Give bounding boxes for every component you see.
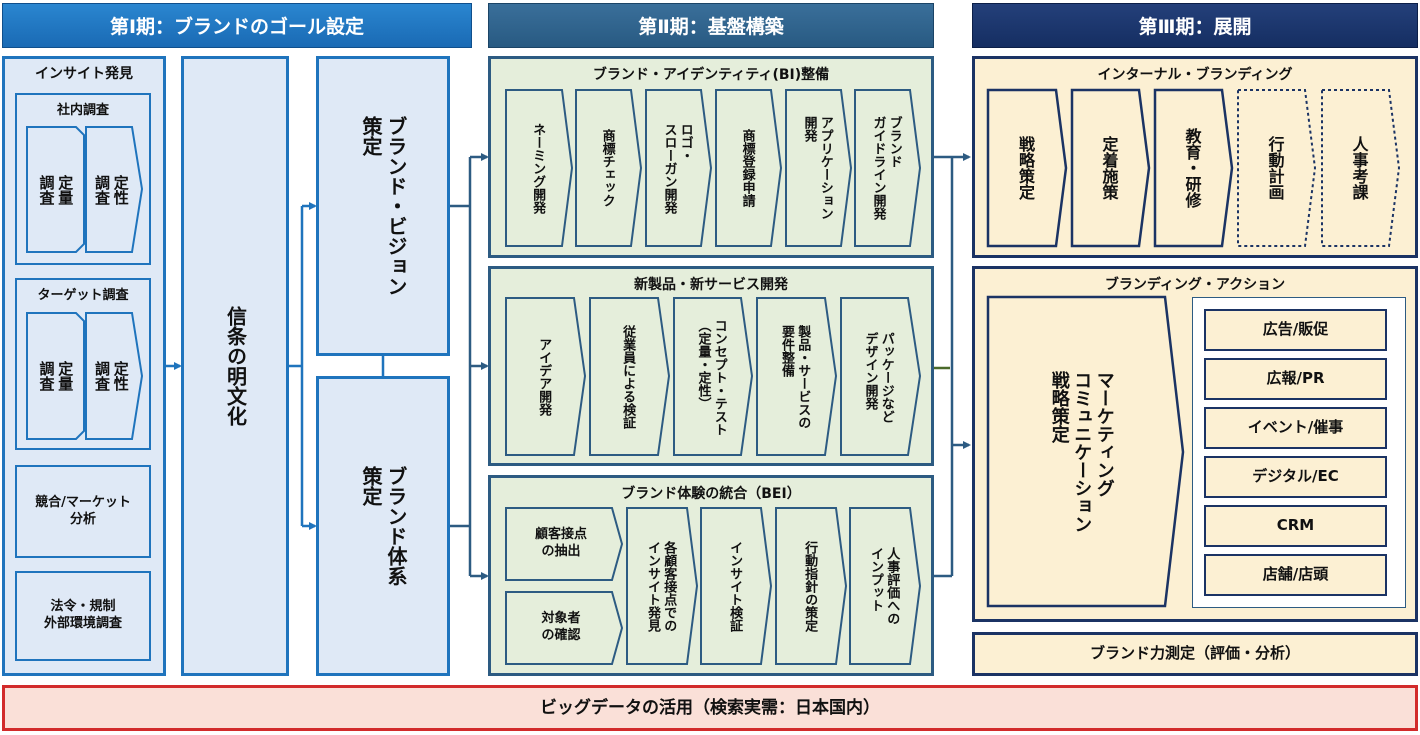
bi-chevron-4: [715, 89, 783, 247]
bi-label-4: 商標登録申請: [739, 129, 755, 207]
product-label-5: パッケージなど デザイン開発: [862, 331, 894, 423]
bi-title: ブランド・アイデンティティ(BI)整備: [592, 67, 830, 83]
bei-chevron-2: [700, 507, 773, 665]
product-chevron-4: [756, 297, 838, 456]
legal-environment-box: 法令・規制 外部環境調査: [15, 571, 151, 661]
brand-system-box: ブランド体系 策定: [316, 376, 450, 676]
media-box-2: [1204, 358, 1387, 400]
media-label-2: 広報/PR: [1266, 369, 1325, 388]
product-label-3: コンセプト・テスト （定量・定性）: [695, 318, 727, 436]
bei-chevron-1: [626, 507, 699, 665]
media-box-3: [1204, 407, 1387, 449]
target-qual-label: 定性 調査: [93, 361, 130, 391]
connector-belief-split: [289, 206, 304, 526]
bi-chevron-6: [854, 89, 922, 247]
target-quant-chevron: [26, 312, 85, 440]
ib-chevron-3: [1153, 88, 1234, 248]
target-survey-title: ターゲット調査: [37, 288, 129, 303]
phase-3-header: 第Ⅲ期：展開: [972, 3, 1418, 48]
marketing-strategy-label: マーケティング コミュニケーション 戦略策定: [1048, 370, 1115, 533]
internal-qual-chevron: [85, 126, 144, 253]
media-box-1: [1204, 309, 1387, 351]
ib-label-2: 定着施策: [1099, 136, 1119, 200]
media-box-5: [1204, 505, 1387, 547]
product-chevron-2: [589, 297, 671, 456]
bi-chevron-2: [575, 89, 643, 247]
product-label-1: アイデア開発: [536, 338, 552, 416]
target-quant-label: 定量 調査: [37, 361, 75, 391]
bi-chevron-5: [785, 89, 853, 247]
ib-label-3: 教育・研修: [1182, 128, 1202, 208]
brand-measure-box: ブランド力測定（評価・分析）: [972, 632, 1418, 676]
bigdata-bar: ビッグデータの活用（検索実需：日本国内）: [2, 685, 1418, 731]
ib-label-1: 戦略策定: [1016, 136, 1035, 200]
market-analysis-box: 競合/マーケット 分析: [15, 465, 151, 558]
connector-p2-p3-trunk: [934, 155, 954, 578]
internal-qual-label: 定性 調査: [93, 174, 130, 205]
bei-left-label-2: 対象者 の確認: [541, 611, 581, 643]
product-chevron-5: [840, 297, 922, 456]
ib-chevron-5: [1321, 89, 1401, 247]
brand-vision-box: ブランド・ビジョン 策定: [316, 56, 450, 356]
bi-label-6: ブランド ガイドライン開発: [870, 116, 902, 220]
ib-chevron-1: [986, 88, 1068, 248]
media-label-5: CRM: [1276, 516, 1315, 535]
phase-1-header: 第Ⅰ期：ブランドのゴール設定: [2, 3, 472, 48]
bei-left-label-1: 顧客接点 の抽出: [534, 527, 587, 559]
target-qual-chevron: [85, 312, 144, 440]
media-box-6: [1204, 554, 1387, 596]
media-label-3: イベント/催事: [1247, 418, 1344, 437]
media-label-1: 広告/販促: [1262, 320, 1329, 339]
bei-chevron-3: [775, 507, 848, 665]
marketing-strategy-chevron: [986, 295, 1185, 608]
media-box-4: [1204, 456, 1387, 498]
ib-chevron-4: [1237, 89, 1317, 247]
bi-label-2: 商標チェック: [599, 129, 615, 207]
connector-p1-p2-trunk: [450, 157, 472, 576]
bei-label-4: 人事評価への インプット: [868, 547, 900, 625]
ib-chevron-2: [1070, 88, 1151, 248]
bei-title: ブランド体験の統合（BEI）: [621, 486, 801, 502]
internal-quant-chevron: [26, 126, 85, 253]
bei-label-2: インサイト検証: [727, 540, 743, 632]
bi-label-5: アプリケーション 開発: [801, 116, 833, 220]
phase-2-header: 第Ⅱ期：基盤構築: [488, 3, 934, 48]
bei-left-chevron-2: [505, 591, 624, 665]
product-chevron-1: [505, 297, 587, 456]
bi-chevron-1: [505, 89, 574, 247]
belief-box: 信条の明文化: [181, 56, 289, 676]
product-title: 新製品・新サービス開発: [634, 277, 788, 293]
bei-label-3: 行動指針の策定: [802, 540, 818, 632]
bi-chevron-3: [645, 89, 713, 247]
insight-title: インサイト発見: [35, 66, 133, 82]
internal-branding-title: インターナル・ブランディング: [1097, 67, 1293, 83]
bei-label-1: 各顧客接点での インサイト発見: [645, 540, 677, 632]
product-label-4: 製品・サービスの 要件整備: [779, 325, 811, 429]
internal-survey-title: 社内調査: [56, 103, 109, 118]
product-chevron-3: [673, 297, 754, 456]
bei-left-chevron-1: [505, 507, 624, 581]
ib-label-4: 行動計画: [1265, 136, 1285, 200]
media-label-6: 店舗/店頭: [1262, 565, 1329, 584]
bei-chevron-4: [849, 507, 922, 665]
product-label-2: 従業員による検証: [620, 325, 636, 429]
internal-quant-label: 定量 調査: [37, 174, 75, 205]
bi-label-1: ネーミング開発: [530, 122, 546, 214]
media-label-4: デジタル/EC: [1252, 467, 1339, 486]
branding-action-title: ブランディング・アクション: [1104, 277, 1286, 293]
bi-label-3: ロゴ・ スローガン開発: [661, 122, 693, 214]
ib-label-5: 人事考課: [1349, 136, 1369, 200]
